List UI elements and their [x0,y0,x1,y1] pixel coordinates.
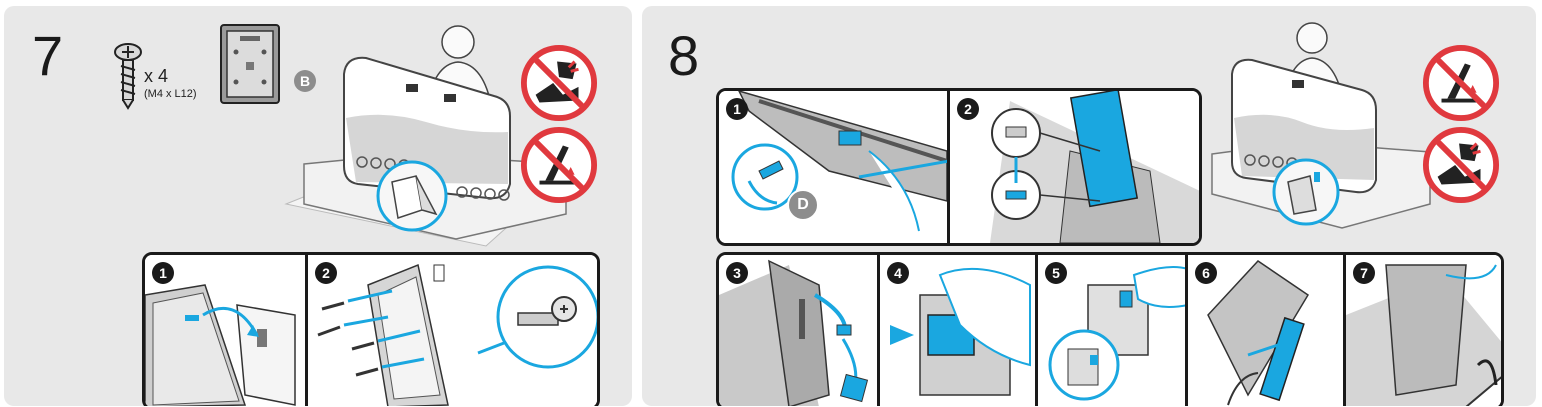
no-tilting-warning-icon [520,126,598,204]
step-8-panel: 8 1 D 2 [642,6,1536,406]
step-8-substeps-top: 1 D 2 [716,88,1202,246]
connect-cable-illustration [731,91,947,232]
substep-8-2: 2 [947,91,1199,243]
part-badge-b: B [294,70,316,92]
finished-assembly-illustration [1346,264,1501,406]
substep-8-6: 6 [1185,255,1346,406]
attach-bracket-illustration [145,284,296,406]
route-cable-illustration [719,259,869,406]
substep-7-1: 1 [145,255,305,406]
step-7-panel: 7 x 4 (M4 x L12) B [4,6,632,406]
substep-8-3: 3 [719,255,877,406]
no-lifting-warning-icon [1422,126,1500,204]
no-lifting-warning-icon [520,44,598,122]
step-8-substeps-bottom: 3 4 5 [716,252,1504,406]
no-tilting-warning-icon [1422,44,1500,122]
wall-bracket-icon [220,24,280,104]
screw-size: (M4 x L12) [144,88,197,100]
substep-badge: 6 [1195,262,1217,284]
substep-8-7: 7 [1343,255,1501,406]
substep-badge: 2 [315,262,337,284]
substep-badge: 7 [1353,262,1375,284]
substep-badge: 3 [726,262,748,284]
substep-badge: 4 [887,262,909,284]
tv-unboxing-illustration [284,25,568,247]
substep-badge: 2 [957,98,979,120]
secure-clip-illustration [1048,266,1188,401]
substep-badge: 5 [1045,262,1067,284]
step-number: 7 [32,24,64,87]
step-7-substeps: 1 2 [142,252,600,406]
substep-badge: 1 [152,262,174,284]
attach-one-connect-illustration [990,91,1199,243]
tv-back-illustration [1211,22,1431,229]
substep-8-1: 1 D [719,91,947,243]
substep-badge: 1 [726,98,748,120]
attach-cover-illustration [1207,260,1310,406]
substep-8-5: 5 [1035,255,1188,406]
screw-icon [114,43,142,110]
part-badge-d: D [787,189,819,221]
insert-module-illustration [890,267,1031,396]
substep-8-4: 4 [877,255,1038,406]
screw-quantity: x 4 [144,66,169,86]
step-number: 8 [668,24,700,87]
substep-7-2: 2 [305,255,597,406]
screw-bracket-illustration [317,263,597,406]
